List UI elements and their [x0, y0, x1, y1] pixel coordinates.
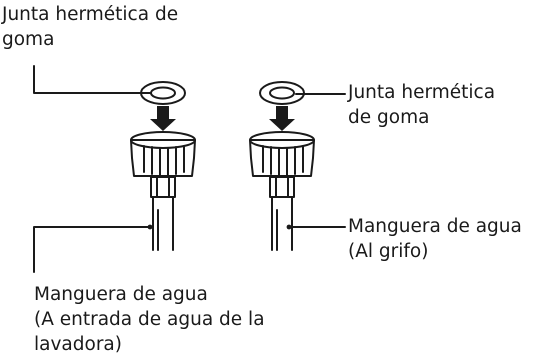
label-hose-left-line1: Manguera de agua	[34, 284, 208, 305]
leader-line-hose-left	[33, 226, 150, 273]
label-gasket-right-line1: Junta hermética	[348, 82, 496, 103]
arrow-down-icon-right	[269, 106, 295, 131]
leader-line-gasket-left	[33, 65, 151, 94]
label-hose-left-line2: (A entrada de agua de la	[34, 309, 265, 330]
label-gasket-left-line2: goma	[2, 29, 55, 50]
rubber-gasket-left	[140, 81, 186, 105]
label-hose-left-line3: lavadora)	[34, 334, 122, 355]
label-hose-right-line2: (Al grifo)	[348, 241, 429, 262]
label-gasket-left: Junta hermética de goma	[2, 2, 178, 52]
leader-dot-hose-left	[147, 224, 153, 230]
label-gasket-left-line1: Junta hermética de	[2, 4, 179, 25]
hose-right	[271, 197, 293, 251]
hose-left	[152, 197, 174, 251]
coupling-nut-left	[130, 131, 196, 198]
rubber-gasket-right	[259, 81, 305, 105]
label-hose-left: Manguera de agua (A entrada de agua de l…	[34, 282, 265, 357]
label-gasket-right-line2: de goma	[348, 107, 430, 128]
label-hose-right-line1: Manguera de agua	[348, 216, 522, 237]
label-hose-right: Manguera de agua (Al grifo)	[348, 214, 522, 264]
leader-dot-hose-right	[286, 224, 292, 230]
coupling-nut-right	[249, 131, 315, 198]
label-gasket-right: Junta hermética de goma	[348, 80, 495, 130]
arrow-down-icon-left	[150, 106, 176, 131]
